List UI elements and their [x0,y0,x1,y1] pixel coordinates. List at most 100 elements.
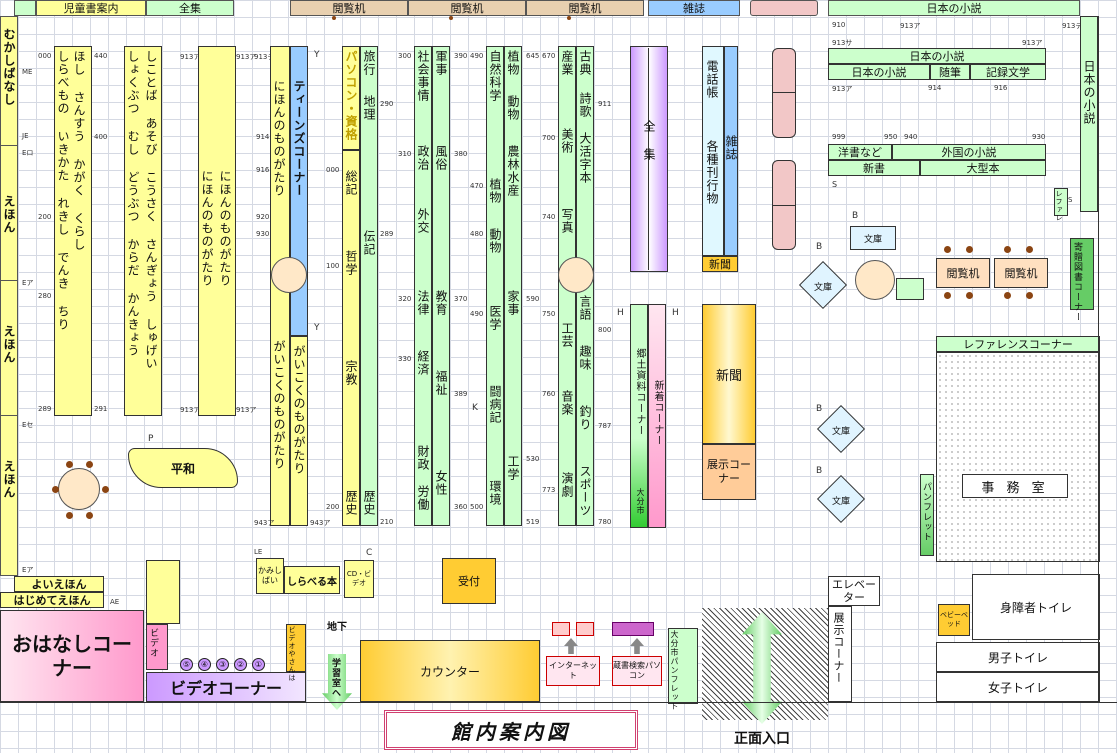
shelf-num: 913ア [180,406,201,414]
shelf-num: 930 [1032,133,1046,141]
exhibit-right-label: 展示コーナー [832,612,845,684]
plants-label: 植物 [488,178,502,204]
shelf-num: 389 [454,390,468,398]
internet-corner: インターネット [546,656,600,686]
shelf-num: 645 [526,52,540,60]
basement-label: 地下 [327,622,347,633]
animals-label: 動物 [488,228,502,254]
shelf-num: 913サ [832,39,853,47]
shelf-childrens-nonfiction [54,46,92,416]
code-s: S [832,180,838,189]
phone-book-label: 電話帳 [705,60,719,99]
picture-books-label-2: えほん [2,325,16,364]
crafts-label: 工芸 [560,322,574,348]
travel-label: 旅行 [362,50,376,76]
code-c: C [366,548,373,558]
cd-video: CD・ビデオ [344,560,374,598]
local-materials-label: 郷土資料コーナー [634,348,645,436]
code-ero: Eロ [22,149,34,157]
donated-label: 寄贈図書コーナー [1072,242,1082,322]
video-corner: ビデオコーナー [146,672,306,702]
teens-corner-label: ティーンズコーナー [292,80,306,197]
home-label: 家事 [506,290,520,316]
shelf-num: 470 [470,182,484,190]
shelf-complete-collection [630,46,668,272]
childrens-guide-header: 児童書案内 [36,0,146,16]
biography-label: 伝記 [362,230,376,256]
womens-toilet: 女子トイレ [936,672,1100,702]
shelf-num: 787 [598,422,612,430]
code-ese: Eセ [22,421,34,429]
code-b: B [852,211,859,221]
code-h: H [617,308,624,318]
shelf-num: 289 [380,230,394,238]
shelf-reference-small [1054,188,1068,216]
pillar [772,48,796,138]
shelf-2b-label: しょくぶつ むし どうぶつ からだ かんきょう [126,50,140,357]
video-right-label: ビデオやさんは [288,626,296,682]
history2-label: 歴史 [362,490,376,516]
shelf-num: 000 [326,166,340,174]
reading-desk-b: 閲覧机 [994,258,1048,288]
magazines-header: 雑誌 [648,0,740,16]
shelf-exhibit: 展示コーナー [702,444,756,500]
teens-bottom-label: がいこくのものがたり [272,340,286,470]
chair [449,16,453,20]
shelf-num: 916 [994,84,1008,92]
language-label: 言語 [578,295,592,321]
shelf-num: 913ア [900,22,921,30]
number-2: ② [234,658,247,671]
shelf-num: 914 [928,84,942,92]
engineering-label: 工学 [506,455,520,481]
shelf-num: 480 [470,230,484,238]
shelf-1b-label: しらべもの いきかた れきし でんき ちり [56,50,70,331]
customs-label: 風俗 [434,145,448,171]
number-1: ① [252,658,265,671]
code-le: LE [254,548,263,556]
shelf-1a-label: ほし さんすう かがく くらし [72,50,86,251]
baby-bed: ベビーベッド [938,604,970,636]
shelf-agriculture [504,46,522,526]
shelf-num: 913ア [180,53,201,61]
japanese-novels-header: 日本の小説 [828,0,1080,16]
code-s: S [1068,196,1073,204]
mens-toilet: 男子トイレ [936,642,1100,672]
pamphlet-stand [920,474,934,556]
code-ae: AE [110,598,120,606]
round-table [855,260,895,300]
shelf-num: 530 [526,455,540,463]
reading-desk-header-1: 閲覧机 [290,0,408,16]
up-arrow-icon [630,638,644,654]
environment-label: 環境 [488,480,502,506]
shelf-science [486,46,504,526]
number-5: ⑤ [180,658,193,671]
office-label: 事 務 室 [962,474,1068,498]
shelf-num: 500 [470,503,484,511]
bunko-box-1: 文庫 [850,226,896,250]
green-square [896,278,924,300]
round-table [558,257,594,293]
oita-pamphlet [668,628,698,704]
bunko-label: 文庫 [813,283,832,293]
art-label: 美術 [560,128,574,154]
shelf-western: 洋書など [828,144,892,160]
natural-science-label: 自然科学 [488,50,502,102]
animals2-label: 動物 [506,95,520,121]
politics-label: 政治 [416,145,430,171]
shelf-num: 200 [326,503,340,511]
shelf-num: 280 [38,292,52,300]
shelf-num: 760 [542,390,556,398]
code-b: B [816,404,823,414]
shelf-num: 911 [598,100,612,108]
shelf-num: 000 [38,52,52,60]
shelf-num: 290 [380,100,394,108]
chair [332,16,336,20]
code-y: Y [314,323,320,333]
code-me: ME [22,68,33,76]
shelf-magazines [724,46,738,256]
economy-label: 経済 [416,350,430,376]
religion-label: 宗教 [344,360,358,386]
society-label: 社会事情 [416,50,430,102]
industry-label: 産業 [560,50,574,76]
shelf-num: 740 [542,213,556,221]
